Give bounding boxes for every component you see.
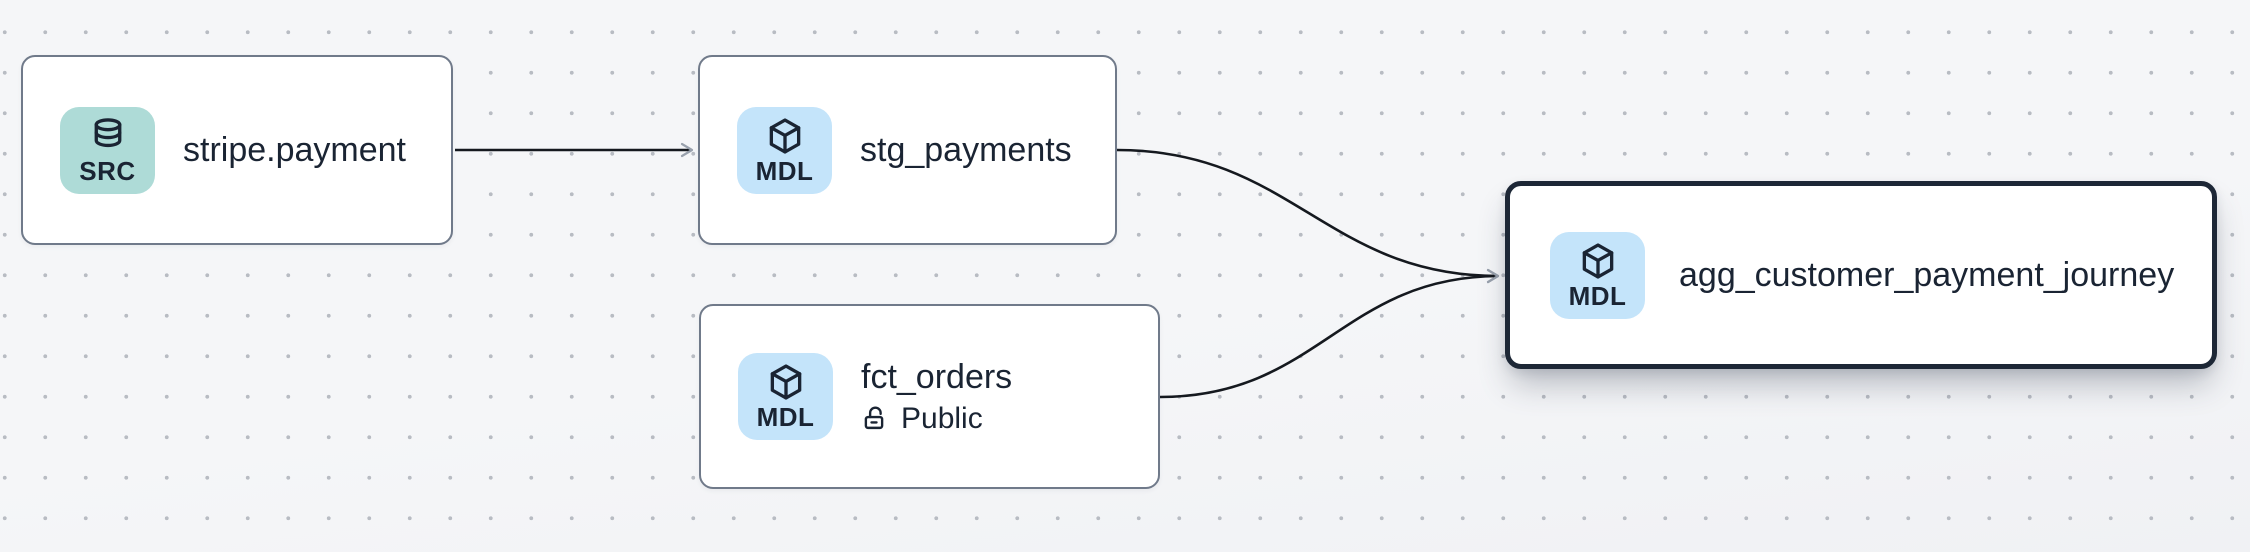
node-title: stripe.payment bbox=[183, 130, 406, 169]
node-stg-payments[interactable]: MDL stg_payments bbox=[698, 55, 1117, 245]
node-agg-customer-payment-journey[interactable]: MDL agg_customer_payment_journey bbox=[1505, 181, 2217, 369]
model-badge: MDL bbox=[1550, 231, 1645, 319]
lock-open-icon bbox=[864, 406, 884, 430]
database-icon bbox=[94, 118, 121, 147]
node-title: agg_customer_payment_journey bbox=[1679, 255, 2175, 294]
badge-label: SRC bbox=[79, 155, 136, 186]
badge-label: MDL bbox=[755, 155, 814, 186]
node-fct-orders[interactable]: MDL fct_orders Public bbox=[699, 304, 1160, 489]
source-badge: SRC bbox=[60, 106, 155, 194]
cube-icon bbox=[770, 364, 801, 400]
edge-fct-to-agg bbox=[1159, 268, 1500, 399]
cube-icon bbox=[769, 118, 800, 154]
edge-stg-to-agg bbox=[1116, 148, 1500, 284]
node-title: stg_payments bbox=[860, 130, 1072, 169]
node-stripe-payment[interactable]: SRC stripe.payment bbox=[21, 55, 453, 245]
badge-label: MDL bbox=[1568, 280, 1627, 311]
node-title: fct_orders bbox=[861, 357, 1013, 396]
visibility-row: Public bbox=[861, 401, 1012, 437]
model-badge: MDL bbox=[737, 106, 832, 194]
model-badge: MDL bbox=[738, 353, 833, 440]
badge-label: MDL bbox=[756, 402, 815, 433]
visibility-label: Public bbox=[901, 402, 983, 436]
cube-icon bbox=[1582, 243, 1613, 279]
